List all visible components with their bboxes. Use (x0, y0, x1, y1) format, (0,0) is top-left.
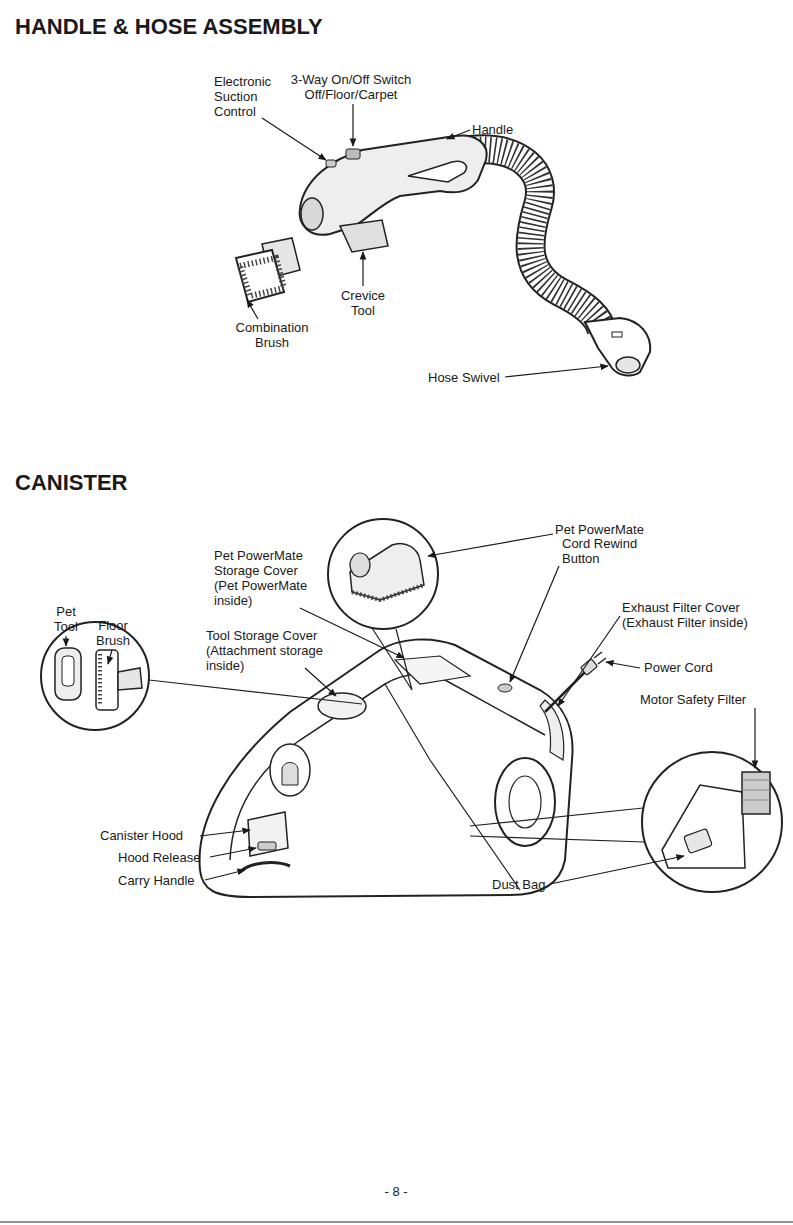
leader-line (505, 366, 608, 377)
part-label: Pet PowerMate Storage Cover (Pet PowerMa… (214, 548, 314, 608)
floor-brush-bristles (98, 654, 102, 706)
switch-shape (346, 149, 360, 159)
inset-connector (372, 628, 412, 690)
part-label: Crevice Tool (330, 288, 396, 318)
inset-right (470, 752, 782, 892)
page-edge (0, 1222, 793, 1223)
leader-line (247, 300, 258, 319)
part-label: Tool Storage Cover (Attachment storage i… (206, 628, 324, 673)
canister-drawing (200, 639, 606, 897)
wheel (495, 758, 555, 846)
brush-bristles (240, 258, 284, 296)
part-label: Pet Tool (48, 604, 84, 634)
inset-circle (328, 519, 438, 629)
floor-brush-shape (96, 650, 118, 710)
inset-circle (41, 622, 149, 730)
powermate-neck (350, 553, 370, 577)
part-label: Cord Rewind Button (562, 536, 652, 566)
leader-lines (66, 104, 755, 884)
hose (470, 149, 650, 375)
part-label: Exhaust Filter Cover (Exhaust Filter ins… (622, 600, 782, 630)
pet-tool-slot (62, 656, 74, 686)
leader-line (428, 534, 553, 556)
leader-line (200, 830, 250, 836)
leader-line (550, 856, 684, 884)
inlet-port (282, 763, 298, 786)
part-label: Motor Safety Filter (640, 692, 790, 707)
leader-line (210, 848, 256, 857)
brush-head (236, 250, 284, 302)
exhaust-cover-shape (540, 700, 564, 760)
part-label: Floor Brush (92, 618, 134, 648)
leader-line (362, 252, 363, 286)
suction-control-shape (326, 160, 336, 167)
section-heading: CANISTER (15, 470, 215, 496)
motor-filter-shape (742, 772, 770, 814)
leader-line (305, 668, 336, 696)
part-label: Combination Brush (222, 320, 322, 350)
powermate-shape (350, 543, 424, 600)
part-label: Dust Bag (492, 877, 572, 892)
hose-outline (470, 149, 602, 332)
power-cord-wire (545, 672, 585, 712)
dust-bag-collar (684, 828, 713, 853)
part-label: Hood Release (118, 850, 213, 865)
combination-brush-drawing (236, 238, 300, 302)
hose-corrugation (470, 149, 602, 332)
hose-fill (470, 149, 602, 332)
powermate-brushroll (352, 585, 424, 600)
leader-line (108, 650, 112, 664)
part-label: Electronic Suction Control (214, 74, 286, 119)
floor-brush-neck (118, 668, 142, 690)
carry-handle-shape (240, 863, 290, 872)
swivel-latch (612, 332, 622, 337)
leader-line (262, 118, 326, 160)
filter-texture (742, 780, 770, 800)
inset-left (41, 622, 362, 730)
canister-body (200, 639, 573, 897)
handle-grip-opening (408, 161, 466, 182)
handle-wand-socket (301, 198, 323, 230)
handle-body (300, 136, 487, 235)
canister-hood-shape (248, 812, 288, 856)
part-label: Power Cord (644, 660, 734, 675)
body-seam (230, 674, 545, 860)
leader-line (754, 708, 755, 768)
handle-drawing (300, 136, 487, 252)
inset-connector (470, 808, 645, 842)
part-label: Carry Handle (118, 873, 213, 888)
page-number: - 8 - (366, 1184, 426, 1199)
crevice-tool-shape (340, 220, 388, 252)
part-label: Pet PowerMate (555, 522, 665, 537)
part-label: Handle (472, 122, 532, 137)
leader-line (352, 104, 353, 146)
part-label: 3-Way On/Off Switch Off/Floor/Carpet (276, 72, 426, 102)
leader-line (65, 636, 66, 646)
part-label: Hose Swivel (428, 370, 508, 385)
cord-rewind-shape (498, 684, 512, 692)
inset-top (328, 519, 438, 690)
hood-release-shape (258, 842, 276, 850)
leader-line (558, 616, 620, 706)
section-heading: HANDLE & HOSE ASSEMBLY (15, 14, 515, 40)
swivel-end (616, 357, 640, 373)
hose-inlet (270, 744, 310, 796)
leader-line (606, 662, 640, 668)
inset-connector (149, 680, 362, 704)
leader-line (447, 130, 470, 139)
plug-prongs (594, 652, 606, 664)
part-label: Canister Hood (100, 828, 200, 843)
leader-line (510, 566, 559, 682)
dust-bag-shape (662, 785, 745, 868)
inset-circle (642, 752, 782, 892)
leader-line (205, 870, 245, 880)
pet-tool-shape (55, 648, 81, 700)
tool-storage-cover-shape (318, 693, 366, 719)
